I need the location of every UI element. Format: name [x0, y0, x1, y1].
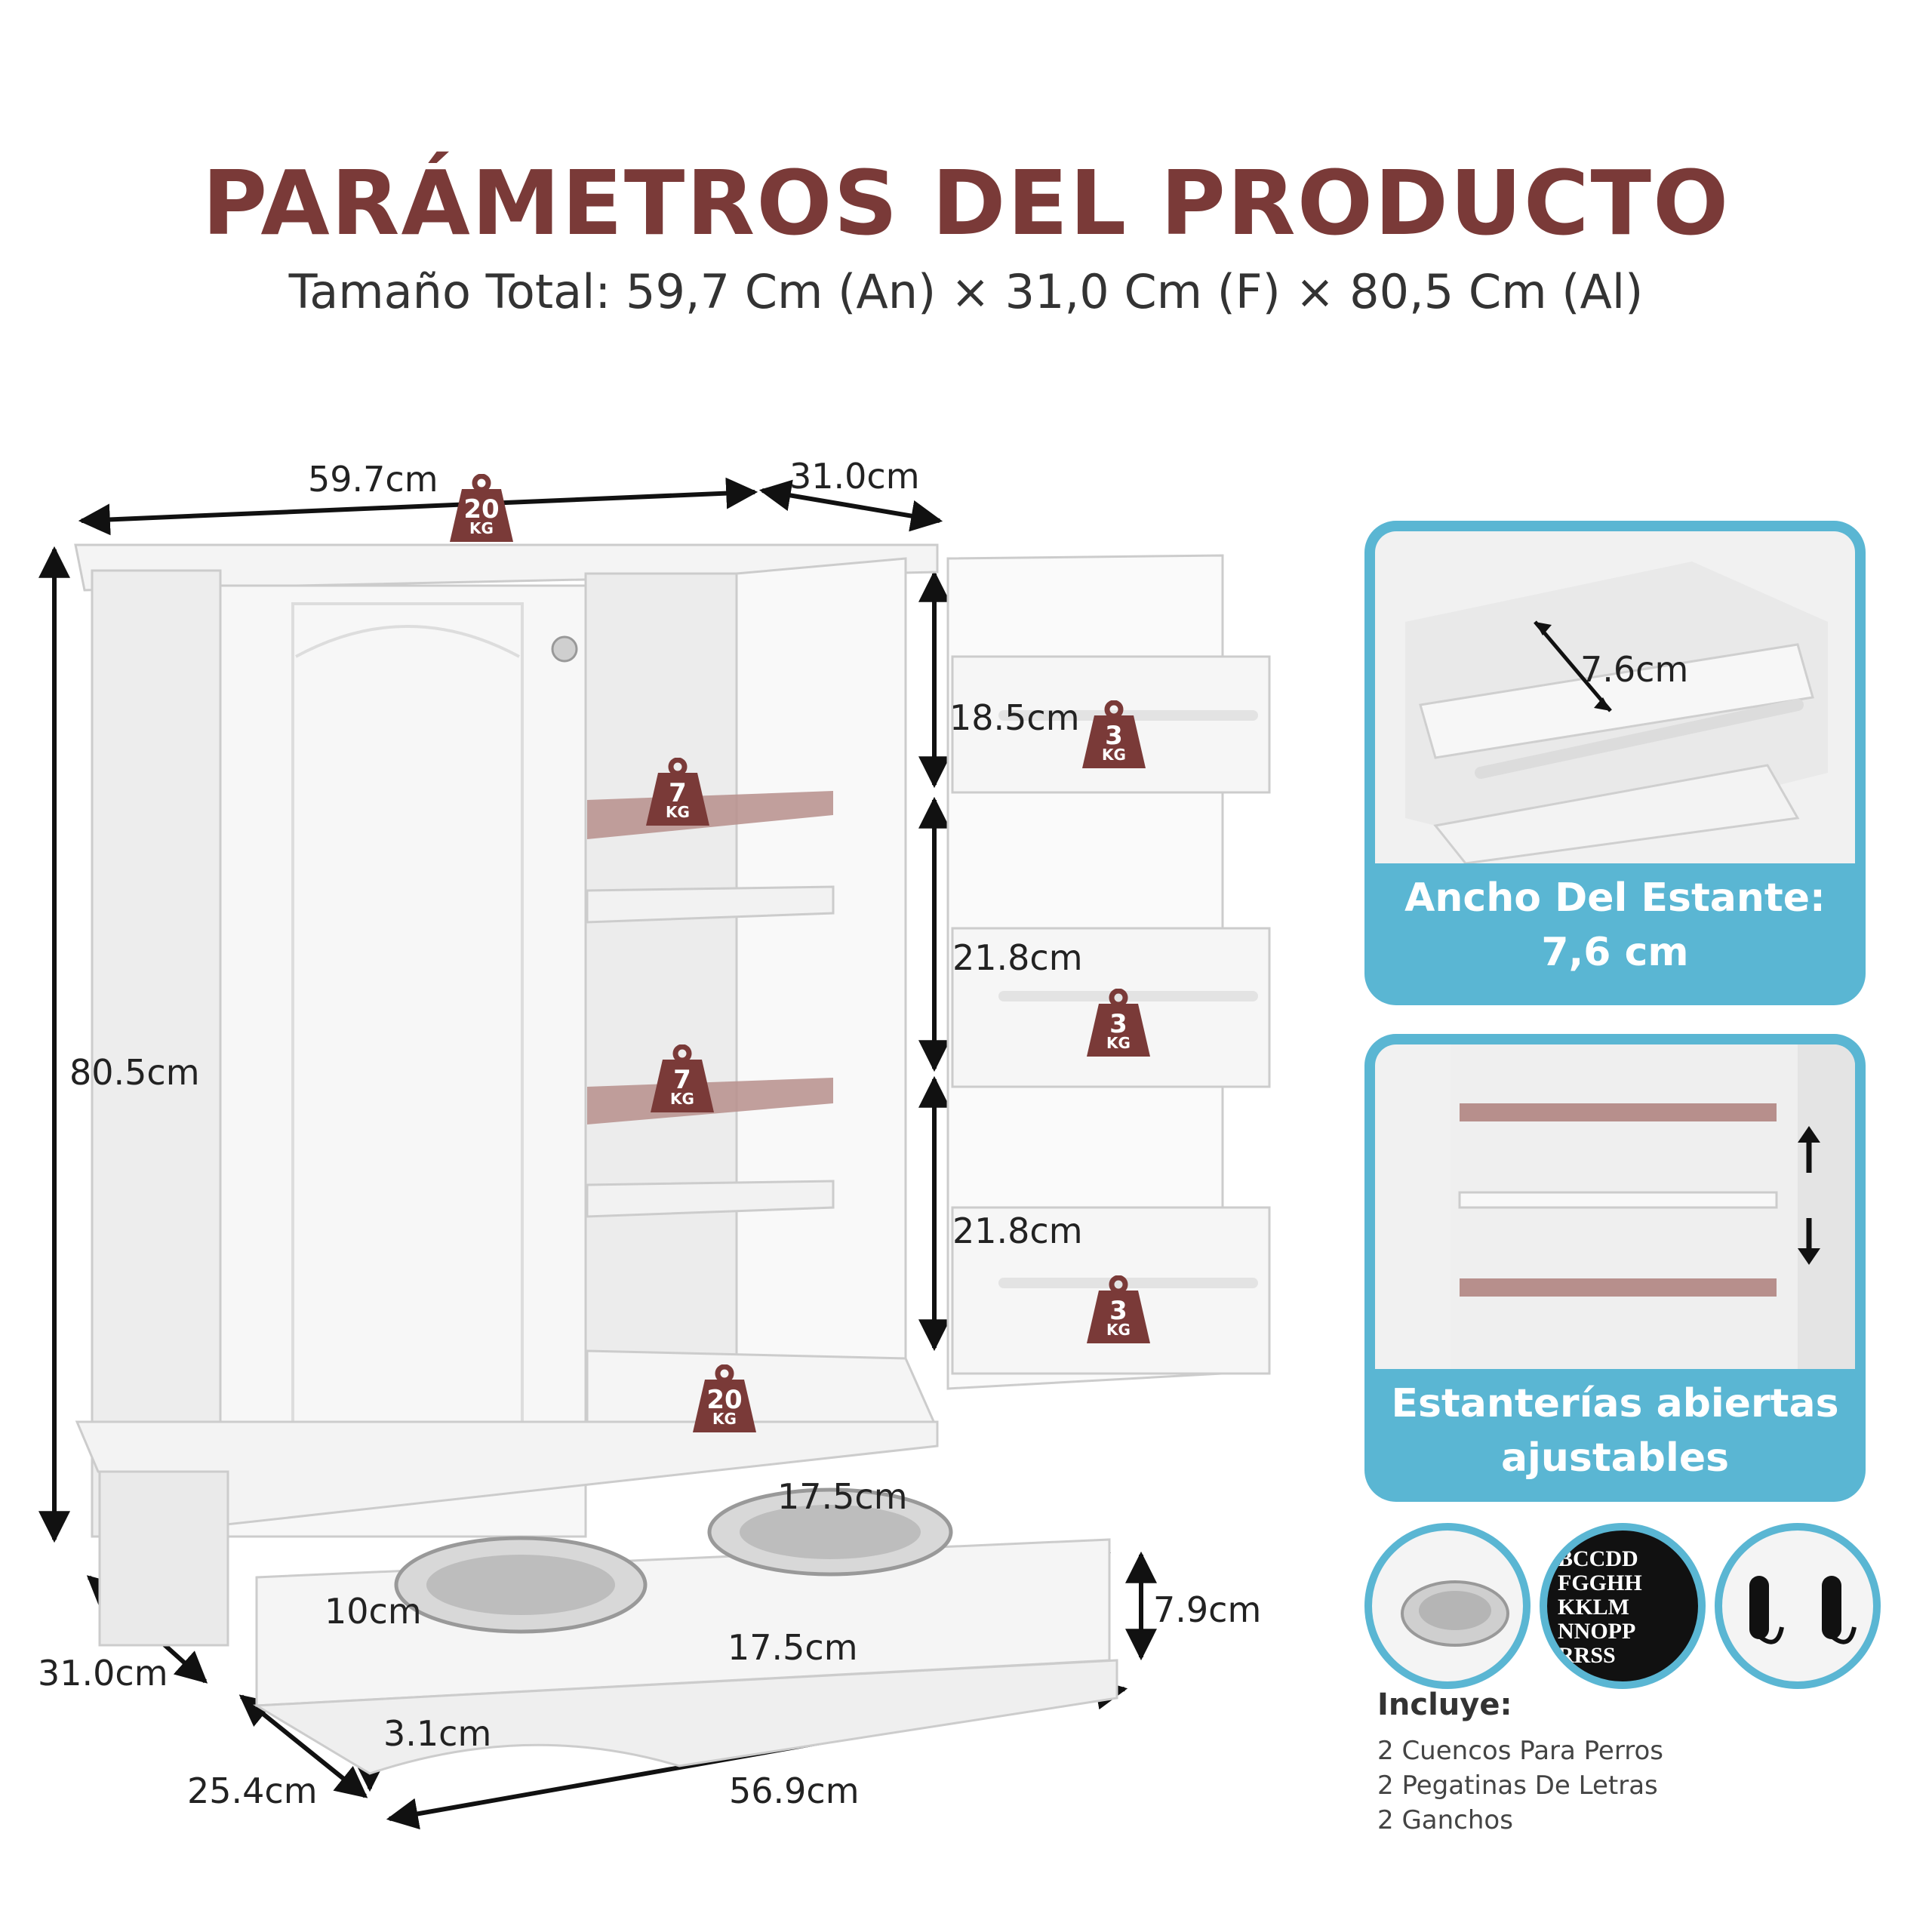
weight-badge-shelf-1: 7 KG — [643, 758, 712, 827]
panel-adjustable-caption-1: Estanterías abiertas — [1391, 1381, 1839, 1426]
dog-bowl-icon — [1401, 1580, 1509, 1647]
panel-adjustable-image — [1375, 1044, 1855, 1369]
weight-badge-shelf-2: 7 KG — [648, 1044, 717, 1114]
weight-badge-door-1: 3 KG — [1079, 700, 1149, 770]
dim-bowl-gap: 10cm — [325, 1591, 422, 1632]
includes-item: 2 Cuencos Para Perros — [1377, 1736, 1663, 1766]
weight-icon — [1087, 1275, 1150, 1343]
dim-tray-inner-width: 17.5cm — [728, 1627, 858, 1668]
includes-item: 2 Ganchos — [1377, 1805, 1513, 1835]
weight-icon — [651, 1044, 714, 1112]
dim-tray-depth: 25.4cm — [187, 1770, 318, 1811]
dim-bowl-top: 17.5cm — [777, 1476, 908, 1517]
dim-top-depth: 31.0cm — [789, 456, 920, 497]
panel-adjustable: Estanterías abiertas ajustables — [1364, 1034, 1866, 1502]
weight-badge-top: 20 KG — [447, 474, 516, 543]
panel-shelf-caption-2: 7,6 cm — [1541, 930, 1689, 975]
accessory-hooks — [1715, 1523, 1881, 1689]
weight-icon — [693, 1364, 756, 1432]
accessory-bowl — [1364, 1523, 1531, 1689]
dim-tray-height: 7.9cm — [1153, 1589, 1262, 1630]
weight-icon — [646, 758, 709, 826]
weight-icon — [1082, 700, 1146, 768]
dim-door-shelf-3: 21.8cm — [952, 1211, 1083, 1251]
shelf-closeup-illustration — [1405, 561, 1828, 865]
dim-tray-lower-height: 3.1cm — [383, 1713, 492, 1754]
includes-item: 2 Pegatinas De Letras — [1377, 1770, 1658, 1801]
weight-badge-door-2: 3 KG — [1084, 989, 1153, 1058]
panel-shelf-image: 7.6cm — [1375, 531, 1855, 865]
dim-top-width: 59.7cm — [308, 459, 438, 500]
includes-title: Incluye: — [1377, 1687, 1512, 1722]
dim-base-depth: 31.0cm — [38, 1653, 168, 1694]
dim-door-shelf-2: 21.8cm — [952, 937, 1083, 978]
hooks-icon — [1749, 1576, 1857, 1644]
adjustable-shelf-illustration — [1451, 1044, 1855, 1369]
panel-shelf-width: 7.6cm Ancho Del Estante: 7,6 cm — [1364, 521, 1866, 1005]
weight-icon — [450, 474, 513, 542]
accessory-stickers: BCCDD FGGHH KKLM NNOPP RRSS — [1540, 1523, 1706, 1689]
panel-shelf-caption-1: Ancho Del Estante: — [1404, 875, 1826, 921]
weight-badge-bottom: 20 KG — [690, 1364, 759, 1434]
letter-stickers-icon: BCCDD FGGHH KKLM NNOPP RRSS — [1558, 1546, 1642, 1668]
overall-size: Tamaño Total: 59,7 Cm (An) × 31,0 Cm (F)… — [288, 264, 1644, 319]
dim-shelf-width: 7.6cm — [1580, 649, 1689, 690]
panel-adjustable-caption-2: ajustables — [1500, 1435, 1730, 1481]
dim-tray-width: 56.9cm — [729, 1770, 860, 1811]
weight-badge-door-3: 3 KG — [1084, 1275, 1153, 1345]
weight-icon — [1087, 989, 1150, 1057]
dim-height: 80.5cm — [69, 1052, 200, 1093]
dim-door-shelf-1: 18.5cm — [949, 697, 1080, 738]
page-title: PARÁMETROS DEL PRODUCTO — [202, 151, 1730, 255]
